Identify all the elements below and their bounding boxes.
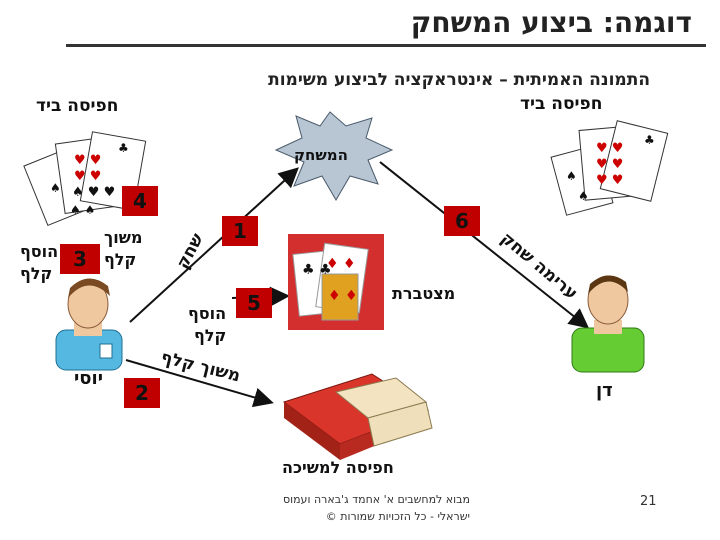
step-badge-4: 4 bbox=[122, 186, 158, 216]
draw-deck-box bbox=[282, 373, 433, 460]
footer-credit-line1: מבוא למחשבים א' אחמד ג'בארה ועמוס bbox=[282, 493, 470, 506]
svg-text:♥ ♥: ♥ ♥ bbox=[74, 169, 101, 184]
draw-deck-label: חפיסה למשיכה bbox=[282, 458, 394, 477]
left-player-name: יוסי bbox=[74, 368, 104, 389]
left-hand-cards: ♥ ♥ ♥ ♥ ♠ ♥ ♥ ♠ ♠ ♠ ♣ bbox=[23, 131, 147, 227]
svg-text:♠: ♠ bbox=[578, 189, 589, 203]
left-player-figure bbox=[55, 278, 123, 371]
step5-text-line2: קלף bbox=[194, 326, 227, 345]
step5-text-line1: הוסף bbox=[188, 304, 227, 323]
arrow-left-to-game bbox=[129, 167, 299, 323]
slide-title: דוגמה: ביצוע המשחק bbox=[410, 6, 692, 39]
step-badge-3: 3 bbox=[60, 244, 100, 274]
step-badge-2: 2 bbox=[124, 378, 160, 408]
left-hand-label: חפיסה ביד bbox=[36, 96, 119, 116]
svg-text:♠ ♥ ♥: ♠ ♥ ♥ bbox=[72, 185, 115, 200]
arrow-game-to-right bbox=[379, 161, 590, 329]
step4-text-line1: משוך bbox=[104, 228, 143, 247]
step3-text-line1: הוסף bbox=[20, 242, 59, 261]
svg-text:♠: ♠ bbox=[566, 169, 577, 183]
step-badge-6: 6 bbox=[444, 206, 480, 236]
svg-text:♦ ♦: ♦ ♦ bbox=[326, 256, 356, 272]
center-card-pile: ♣ ♣ ♦ ♦ ♦ ♦ bbox=[288, 234, 384, 330]
svg-text:♥ ♥: ♥ ♥ bbox=[596, 141, 623, 156]
step3-text-line2: קלף bbox=[20, 264, 53, 283]
svg-text:♣: ♣ bbox=[644, 133, 655, 147]
slide-subtitle: התמונה האמיתית – אינטראקציה לביצוע משימו… bbox=[268, 70, 650, 90]
step1-rotated-text: שחק bbox=[173, 230, 208, 272]
title-underline bbox=[66, 44, 706, 47]
arrow-left-to-deck bbox=[125, 359, 274, 408]
footer-credit-line2: ישראלי - כל הזכויות שמורות © bbox=[325, 510, 470, 523]
svg-text:♦ ♦: ♦ ♦ bbox=[328, 288, 358, 304]
svg-text:♣: ♣ bbox=[118, 141, 129, 155]
svg-text:♥ ♥: ♥ ♥ bbox=[74, 153, 101, 168]
right-player-figure bbox=[571, 275, 645, 373]
slide-number: 21 bbox=[640, 494, 657, 509]
step-badge-5: 5 bbox=[236, 288, 272, 318]
right-player-name: דן bbox=[596, 380, 613, 401]
step2-rotated-text: משוך קלף bbox=[159, 347, 242, 386]
right-hand-label: חפיסה ביד bbox=[520, 94, 603, 114]
game-burst-shape bbox=[274, 111, 394, 201]
svg-text:♣ ♣: ♣ ♣ bbox=[302, 262, 332, 278]
svg-text:♥ ♥: ♥ ♥ bbox=[596, 173, 623, 188]
step-badge-1: 1 bbox=[222, 216, 258, 246]
svg-text:♠: ♠ bbox=[50, 181, 61, 195]
game-label: המשחק bbox=[294, 146, 348, 164]
svg-text:♠ ♠: ♠ ♠ bbox=[70, 203, 95, 217]
right-hand-cards: ♥ ♥ ♥ ♥ ♥ ♥ ♠ ♠ ♣ bbox=[550, 120, 669, 216]
step4-text-line2: קלף bbox=[104, 250, 137, 269]
svg-text:♥ ♥: ♥ ♥ bbox=[596, 157, 623, 172]
pile-label: מצטברת bbox=[392, 284, 456, 303]
